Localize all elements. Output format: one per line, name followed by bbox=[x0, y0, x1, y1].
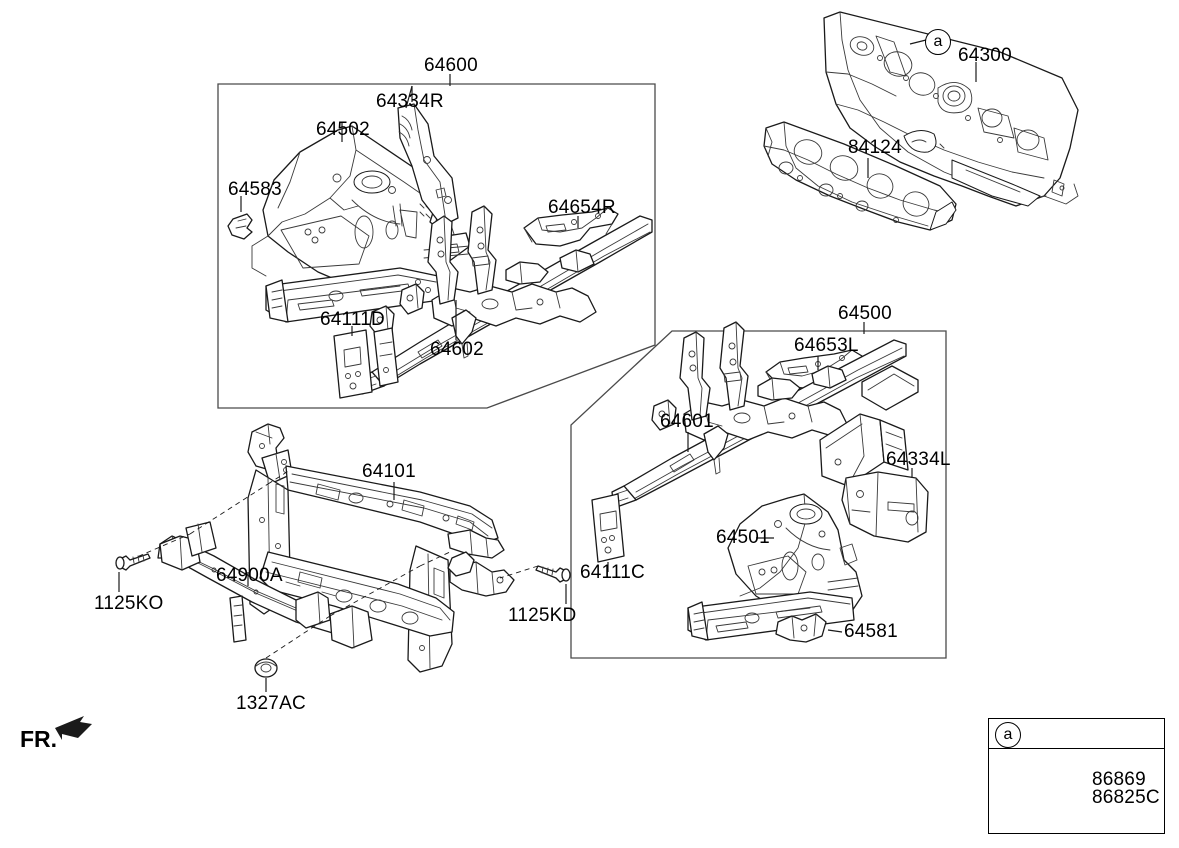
part-label-1327AC: 1327AC bbox=[236, 693, 306, 714]
part-art-64334R bbox=[397, 103, 459, 227]
part-art-64654R bbox=[523, 207, 619, 247]
part-art-1327AC bbox=[254, 658, 278, 678]
part-label-84124: 84124 bbox=[848, 137, 902, 158]
part-label-64601: 64601 bbox=[660, 411, 714, 432]
part-art-84124 bbox=[763, 121, 957, 231]
part-art-64601 bbox=[611, 321, 919, 509]
part-art-64111C bbox=[591, 493, 625, 563]
part-art-64602 bbox=[359, 205, 653, 395]
part-art-1125KD bbox=[535, 565, 571, 583]
part-label-64111D: 64111D bbox=[320, 309, 385, 330]
part-art-64300 bbox=[823, 11, 1079, 207]
part-label-64334R: 64334R bbox=[376, 91, 444, 112]
group-box-64600 bbox=[217, 83, 656, 409]
detail-box-header bbox=[989, 719, 1164, 749]
assembly-dash-lines bbox=[129, 469, 539, 659]
part-art-64502 bbox=[251, 125, 471, 323]
fr-orientation-label: FR. bbox=[20, 726, 58, 752]
part-art-64900A bbox=[157, 521, 373, 649]
leader-lines bbox=[118, 39, 977, 692]
callout-a-dash: a bbox=[925, 29, 951, 55]
part-label-64581: 64581 bbox=[844, 621, 898, 642]
fr-arrow-icon bbox=[55, 716, 92, 740]
part-art-64583 bbox=[227, 213, 253, 240]
part-label-1125KD: 1125KD bbox=[508, 605, 577, 626]
part-label-64111C: 64111C bbox=[580, 562, 645, 583]
part-art-64101 bbox=[247, 423, 515, 673]
part-art-64111D bbox=[333, 327, 399, 399]
part-label-64583: 64583 bbox=[228, 179, 282, 200]
part-label-64501: 64501 bbox=[716, 527, 770, 548]
part-label-86825C: 86825C bbox=[1092, 787, 1160, 808]
detail-box-ref-a: a bbox=[995, 722, 1021, 748]
part-label-64654R: 64654R bbox=[548, 197, 616, 218]
part-label-1125KO: 1125KO bbox=[94, 593, 164, 614]
part-label-64300: 64300 bbox=[958, 45, 1012, 66]
part-label-64502: 64502 bbox=[316, 119, 370, 140]
part-art-64581 bbox=[775, 613, 827, 643]
part-label-64334L: 64334L bbox=[886, 449, 951, 470]
group-label-64600: 64600 bbox=[424, 55, 478, 76]
group-label-64500: 64500 bbox=[838, 303, 892, 324]
part-label-64653L: 64653L bbox=[794, 335, 859, 356]
part-label-86869: 86869 bbox=[1092, 769, 1146, 790]
part-art-64501 bbox=[687, 493, 863, 641]
part-label-64602: 64602 bbox=[430, 339, 484, 360]
part-art-64334L bbox=[841, 471, 929, 543]
detail-box-a: a bbox=[988, 718, 1165, 834]
part-label-64900A: 64900A bbox=[216, 565, 283, 586]
part-label-64101: 64101 bbox=[362, 461, 416, 482]
part-art-1125KO bbox=[115, 553, 151, 571]
group-box-64500 bbox=[570, 330, 947, 659]
